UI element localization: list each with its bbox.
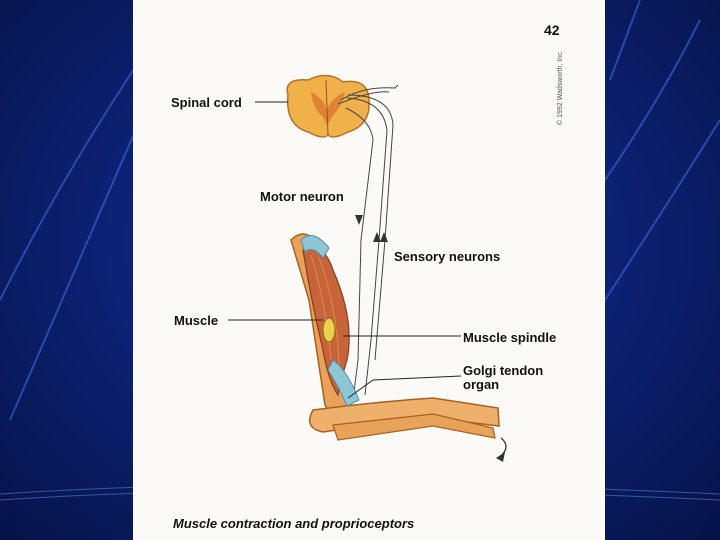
figure-caption: Muscle contraction and proprioceptors bbox=[173, 516, 414, 531]
spinal-cord-section bbox=[287, 75, 369, 136]
label-muscle-spindle: Muscle spindle bbox=[463, 331, 556, 344]
label-motor-neuron: Motor neuron bbox=[260, 190, 344, 203]
label-muscle: Muscle bbox=[174, 314, 218, 327]
page-number: 42 bbox=[544, 22, 560, 38]
copyright-note: © 1992 Wadsworth, Inc. bbox=[557, 50, 564, 125]
arm-reflex-illustration bbox=[133, 0, 605, 540]
label-spinal-cord: Spinal cord bbox=[171, 96, 242, 109]
label-golgi-tendon: Golgi tendon bbox=[463, 364, 543, 377]
diagram-slide: 42 © 1992 Wadsworth, Inc. Spinal cord Mo… bbox=[133, 0, 605, 540]
label-golgi-organ: organ bbox=[463, 378, 499, 391]
label-sensory-neurons: Sensory neurons bbox=[394, 250, 500, 263]
